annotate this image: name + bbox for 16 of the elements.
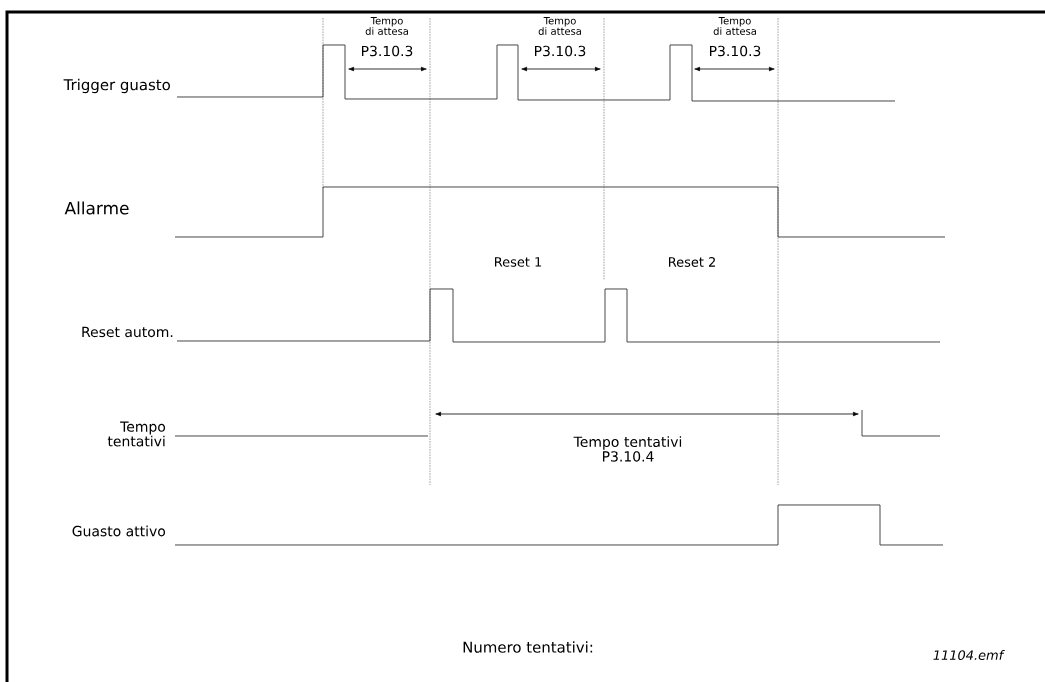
dimension-value: P3.10.3 <box>362 45 413 57</box>
signal-label: Reset autom. <box>82 326 173 338</box>
signal-label: Guasto attivo <box>72 525 166 537</box>
dimension-label: Tempo di attesa <box>538 17 581 35</box>
signal-label: Trigger guasto <box>63 78 170 94</box>
dimension-label: Tempo di attesa <box>365 17 408 35</box>
note: Numero tentativi: <box>463 641 593 653</box>
signal-label: Allarme <box>64 201 129 215</box>
dimension-value: P3.10.3 <box>710 45 761 57</box>
dimension-label: Tempo tentativi P3.10.4 <box>573 436 682 462</box>
interval-label: Reset 1 <box>495 257 542 267</box>
interval-label: Reset 2 <box>669 257 715 267</box>
dimension-value: P3.10.3 <box>535 45 586 57</box>
dimension-label: Tempo di attesa <box>713 17 756 35</box>
file-name: 11104.emf <box>933 649 1005 660</box>
signal-label: Tempo tentativi <box>107 421 166 447</box>
